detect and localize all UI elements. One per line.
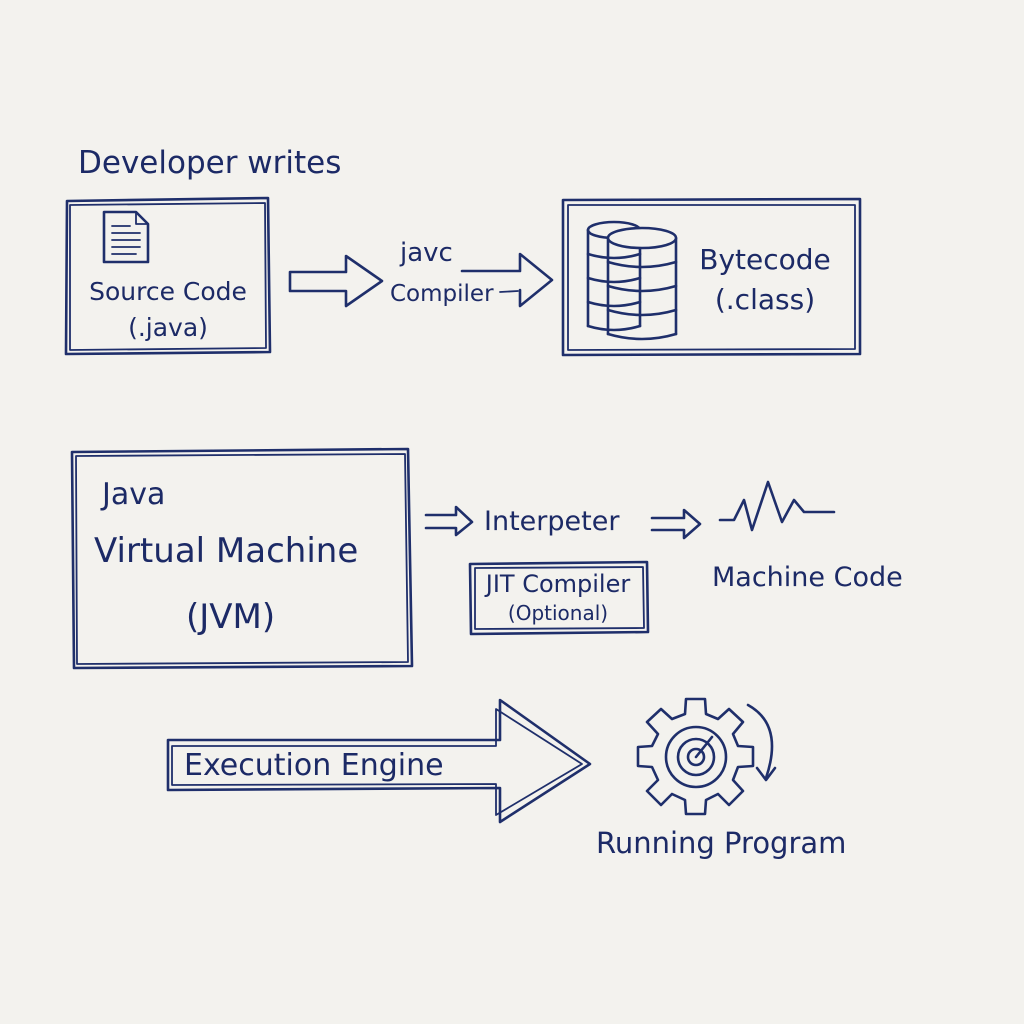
jit-compiler-title: JIT Compiler — [485, 570, 631, 598]
source-code-box — [64, 196, 272, 356]
jvm-title-line3: (JVM) — [186, 597, 276, 637]
arrow-compiler-to-bytecode — [460, 252, 554, 308]
bytecode-title: Bytecode — [699, 243, 831, 276]
database-icon — [586, 220, 678, 341]
source-code-title: Source Code — [89, 277, 247, 306]
compiler-tool-label: javc — [400, 238, 453, 268]
interpreter-label: Interpeter — [484, 506, 620, 537]
arrow-source-to-compiler — [288, 254, 384, 308]
gear-icon — [636, 697, 777, 816]
arrow-jvm-to-interpreter — [424, 505, 474, 537]
jit-compiler-box — [468, 560, 650, 636]
developer-writes-caption: Developer writes — [78, 145, 342, 181]
jvm-title-line2: Virtual Machine — [94, 531, 359, 571]
source-code-ext: (.java) — [128, 313, 208, 342]
bytecode-ext: (.class) — [714, 283, 816, 316]
jit-compiler-note: (Optional) — [507, 601, 609, 625]
jvm-box — [70, 447, 414, 670]
compiler-label: Compiler — [390, 281, 494, 307]
arrow-interpreter-to-machine-code — [650, 508, 702, 540]
jvm-title-line1: Java — [102, 477, 166, 512]
execution-engine-arrow — [166, 698, 592, 824]
running-program-label: Running Program — [596, 826, 847, 860]
document-icon — [102, 210, 150, 264]
machine-code-label: Machine Code — [712, 562, 903, 593]
bytecode-box — [561, 197, 862, 357]
execution-engine-label: Execution Engine — [184, 748, 444, 783]
waveform-icon — [718, 480, 836, 532]
